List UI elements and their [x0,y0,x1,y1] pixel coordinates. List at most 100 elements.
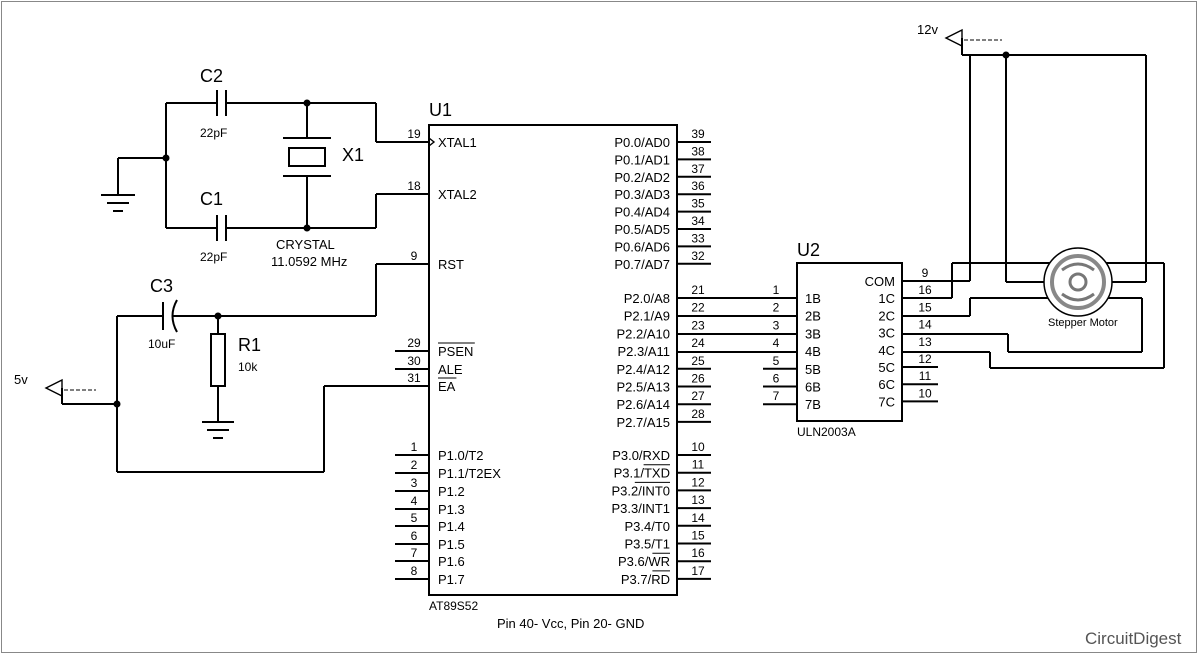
u1-pin-name: P3.5/T1 [624,537,670,552]
u2-body [796,262,903,422]
u1-pin-name: P1.5 [438,537,465,552]
c3-value: 10uF [148,337,175,351]
c2-value: 22pF [200,126,227,140]
u2-pin-name: COM [865,274,895,289]
u2-pin-number: 16 [918,283,932,297]
u2-pin-number: 13 [918,335,932,349]
u1-pin-number: 21 [691,283,705,297]
u1-pin-number: 29 [407,336,421,350]
u1-pin-number: 10 [691,440,705,454]
u1-pin-number: 11 [692,458,705,472]
motor-label: Stepper Motor [1048,317,1118,329]
u2-pin-name: 5B [805,362,821,377]
u2-pin-number: 9 [922,266,929,280]
u1-pin-name: P1.3 [438,502,465,517]
u2-pin-name: 6C [878,377,895,392]
u1-pin-number: 16 [691,546,705,560]
u1-pin-name: P3.0/RXD [612,448,670,463]
u1-pin-name: P2.1/A9 [624,309,670,324]
c3-ref: C3 [150,276,173,296]
power-note: Pin 40- Vcc, Pin 20- GND [497,616,644,631]
u1-ref: U1 [429,100,452,120]
reset-circuit [44,263,429,473]
power-5v-label: 5v [14,372,28,387]
c1-ref: C1 [200,189,223,209]
u1-pin-number: 34 [691,214,705,228]
u1-pin-number: 19 [407,127,421,141]
port2-bus [677,297,797,353]
u2-pin-number: 5 [773,354,780,368]
u1-pin-name: P3.4/T0 [624,519,670,534]
u1-pin-number: 3 [411,476,418,490]
u1-pin-name: P0.6/AD6 [614,239,670,254]
u1-pin-number: 28 [691,407,705,421]
u1-pin-name: P0.4/AD4 [614,205,670,220]
u1-pin-name: P2.2/A10 [617,326,671,341]
u1-pin-number: 30 [407,354,421,368]
c2-ref: C2 [200,66,223,86]
u1-pin-number: 32 [691,249,705,263]
u1-pin-number: 17 [691,564,705,578]
u2-pin-number: 6 [773,372,780,386]
u1-pin-name: P1.4 [438,519,465,534]
u1-pin-name: P2.3/A11 [617,344,670,359]
u2-pin-name: 3B [805,326,821,341]
u2-pin-name: 5C [878,360,895,375]
u2-part: ULN2003A [797,425,856,439]
u1-pin-name: P3.1/TXD [614,466,670,481]
u1-pin-number: 24 [691,336,705,350]
u1-pin-number: 6 [411,529,418,543]
u2-pin-number: 7 [773,389,780,403]
x1-ref: X1 [342,145,364,165]
u1-pin-name: P0.0/AD0 [614,135,670,150]
u1-pin-number: 5 [411,511,418,525]
u1-pin-number: 9 [411,249,418,263]
u2-ref: U2 [797,240,820,260]
u2-pin-name: 6B [805,380,821,395]
u2-pin-number: 14 [918,318,932,332]
u1-pin-number: 7 [411,546,418,560]
u2-pin-number: 12 [918,352,932,366]
u2-pin-number: 4 [773,336,780,350]
u2-pin-number: 15 [918,300,932,314]
u1-pin-number: 14 [691,511,705,525]
u1-pin-name: ALE [438,362,463,377]
u1-pin-name: XTAL2 [438,187,477,202]
u1-pin-name: RST [438,257,464,272]
u1-pin-name: P2.5/A13 [617,380,671,395]
r1-value: 10k [238,360,258,374]
u2-pin-name: 4C [878,343,895,358]
u1-pin-number: 18 [407,179,421,193]
u1-pin-number: 13 [691,493,705,507]
oscillator-circuit [101,90,429,241]
u1-pin-name: P1.7 [438,572,465,587]
u2-pin-name: 3C [878,326,895,341]
u2-pin-name: 7C [878,394,895,409]
u1-pin-number: 26 [691,372,705,386]
brand-logo: CircuitDigest [1085,629,1182,648]
u2-pin-name: 1B [805,291,821,306]
u1-pin-name: P0.2/AD2 [614,170,670,185]
u1-pin-number: 22 [691,301,705,315]
u1-pin-name: P3.6/WR [618,554,670,569]
u1-pin-name: P3.7/RD [621,572,670,587]
u1-pin-name: P1.1/T2EX [438,466,501,481]
u1-pin-name: P0.3/AD3 [614,187,670,202]
u2-pin-number: 11 [919,369,932,383]
u2-pin-name: 2C [878,308,895,323]
u1-pin-number: 8 [411,564,418,578]
u1-pin-name: P0.7/AD7 [614,257,670,272]
u1-right-pins: 39P0.0/AD038P0.1/AD137P0.2/AD236P0.3/AD3… [611,127,711,587]
u2-pin-name: 2B [805,309,821,324]
u1-pin-name: PSEN [438,344,473,359]
u1-pin-number: 25 [691,354,705,368]
u1-pin-number: 37 [691,162,705,176]
x1-freq: 11.0592 MHz [271,254,347,269]
u2-pin-name: 1C [878,291,895,306]
u1-pin-number: 36 [691,179,705,193]
power-12v-label: 12v [917,22,938,37]
u1-pin-name: P2.4/A12 [617,362,671,377]
